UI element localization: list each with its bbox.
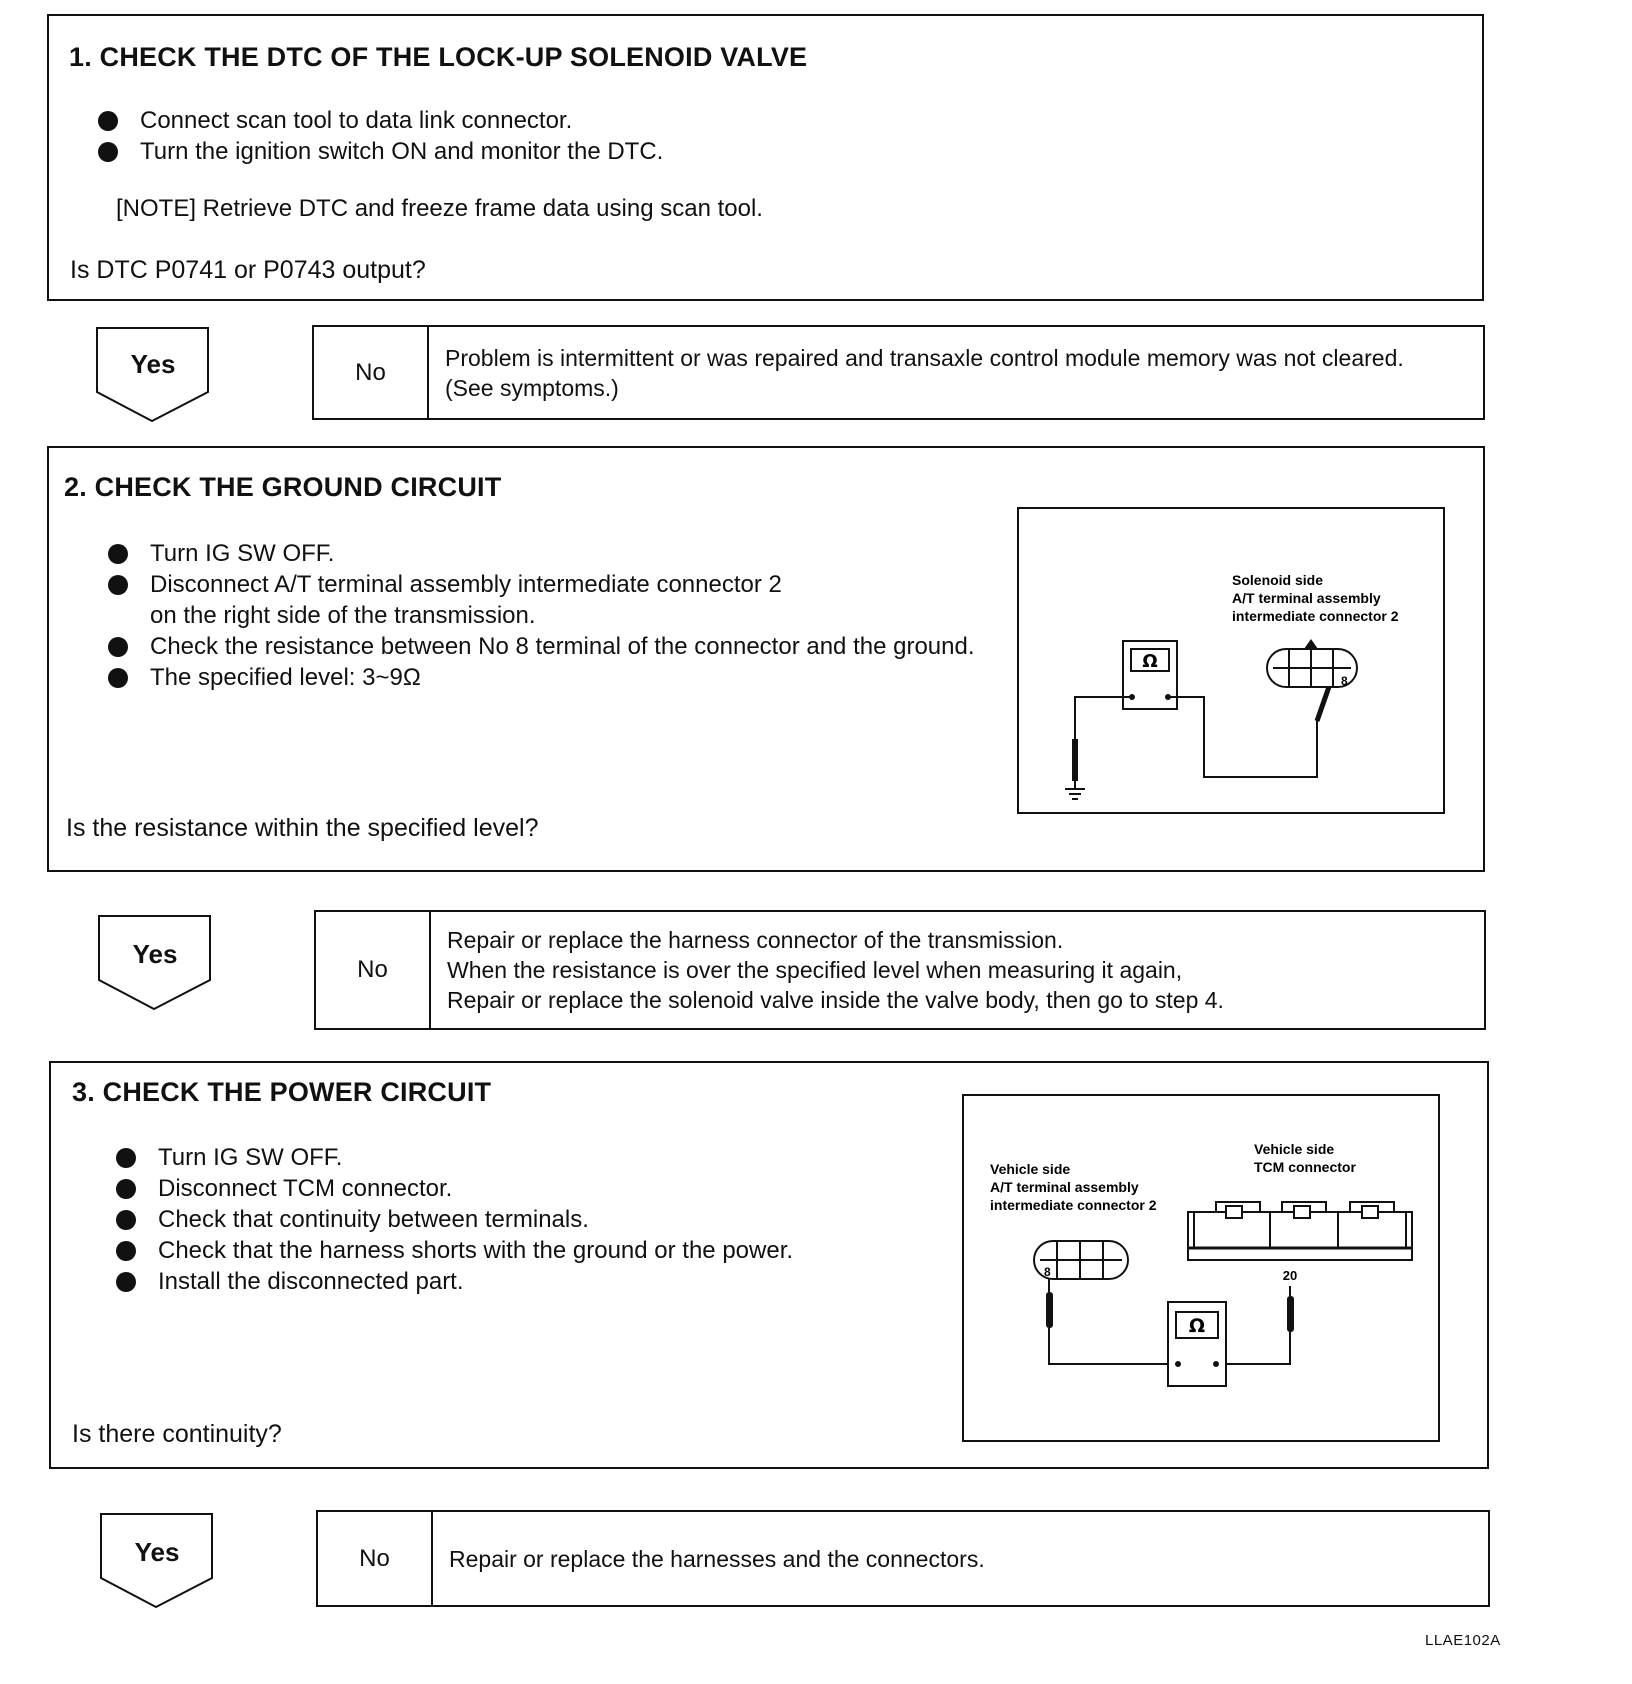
step3-right-label: Vehicle side [1254,1141,1334,1157]
step2-no-label: No [316,912,431,1028]
step2-no-box: No Repair or replace the harness connect… [314,910,1486,1030]
step2-bullet: Disconnect A/T terminal assembly interme… [108,569,975,600]
step2-yes-arrow [98,915,211,1011]
step3-left-label: Vehicle side [990,1161,1070,1177]
step3-title: 3. CHECK THE POWER CIRCUIT [72,1077,492,1107]
step3-question: Is there continuity? [72,1420,282,1448]
step1-bullet: Turn the ignition switch ON and monitor … [98,136,663,167]
step2-yes-label: Yes [132,939,178,969]
step1-no-text: Problem is intermittent or was repaired … [429,327,1483,418]
step1-no-box: No Problem is intermittent or was repair… [312,325,1485,420]
step1-no-line: (See symptoms.) [445,374,619,401]
step3-bullet: Check that continuity between terminals. [116,1204,793,1235]
step2-bullet-continued: on the right side of the transmission. [150,602,536,629]
tcm-connector-icon [1187,1201,1413,1261]
step3-right-label: TCM connector [1254,1159,1356,1175]
step2-title: 2. CHECK THE GROUND CIRCUIT [64,472,502,502]
step1-no-label: No [314,327,429,418]
step3-no-text: Repair or replace the harnesses and the … [433,1512,1488,1605]
ohm-symbol: Ω [1142,651,1157,672]
step2-no-line: Repair or replace the harness connector … [447,927,1064,953]
step3-diagram: Vehicle side A/T terminal assembly inter… [962,1094,1440,1442]
step2-no-text: Repair or replace the harness connector … [431,912,1484,1028]
step3-yes-label: Yes [134,1537,180,1567]
step3-bullet: Check that the harness shorts with the g… [116,1235,793,1266]
step3-bullets: Turn IG SW OFF. Disconnect TCM connector… [116,1142,793,1297]
step3-bullet: Turn IG SW OFF. [116,1142,793,1173]
step1-yes-label: Yes [130,349,176,379]
step1-bullet: Connect scan tool to data link connector… [98,105,663,136]
ohm-symbol: Ω [1189,1315,1205,1337]
step3-diagram-svg: Vehicle side A/T terminal assembly inter… [990,1141,1413,1387]
step2-bullet: Check the resistance between No 8 termin… [108,631,975,662]
step2-diagram: Solenoid side A/T terminal assembly inte… [1017,507,1445,814]
step3-no-line: Repair or replace the harnesses and the … [449,1545,985,1572]
step2-no-line: When the resistance is over the specifie… [447,957,1183,983]
step2-bullet: Turn IG SW OFF. [108,538,975,569]
step2-no-line: Repair or replace the solenoid valve ins… [447,987,1224,1013]
step1-yes-arrow [96,327,209,423]
step2-bullets: Turn IG SW OFF. Disconnect A/T terminal … [108,538,975,693]
step2-question: Is the resistance within the specified l… [66,814,539,842]
pin-label-8: 8 [1044,1265,1051,1279]
step2-bullet: The specified level: 3~9Ω [108,662,975,693]
step1-title: 1. CHECK THE DTC OF THE LOCK-UP SOLENOID… [69,42,808,72]
step3-no-box: No Repair or replace the harnesses and t… [316,1510,1490,1607]
step2-diagram-label: intermediate connector 2 [1232,608,1399,624]
step2-diagram-svg: Solenoid side A/T terminal assembly inte… [1065,572,1399,800]
step3-bullet: Disconnect TCM connector. [116,1173,793,1204]
step1-box [47,14,1484,301]
step3-no-label: No [318,1512,433,1605]
pin-label-20: 20 [1283,1268,1297,1283]
step2-diagram-label: Solenoid side [1232,572,1323,588]
step3-left-label: intermediate connector 2 [990,1197,1157,1213]
step1-no-line: Problem is intermittent or was repaired … [445,344,1404,371]
pin-label: 8 [1341,674,1348,688]
step2-diagram-label: A/T terminal assembly [1232,590,1381,606]
step1-question: Is DTC P0741 or P0743 output? [70,256,426,284]
figure-code: LLAE102A [1425,1632,1501,1649]
step3-left-label: A/T terminal assembly [990,1179,1139,1195]
step1-bullets: Connect scan tool to data link connector… [98,105,663,167]
step3-yes-arrow [100,1513,213,1609]
step3-bullet: Install the disconnected part. [116,1266,793,1297]
step1-note: [NOTE] Retrieve DTC and freeze frame dat… [116,195,763,222]
